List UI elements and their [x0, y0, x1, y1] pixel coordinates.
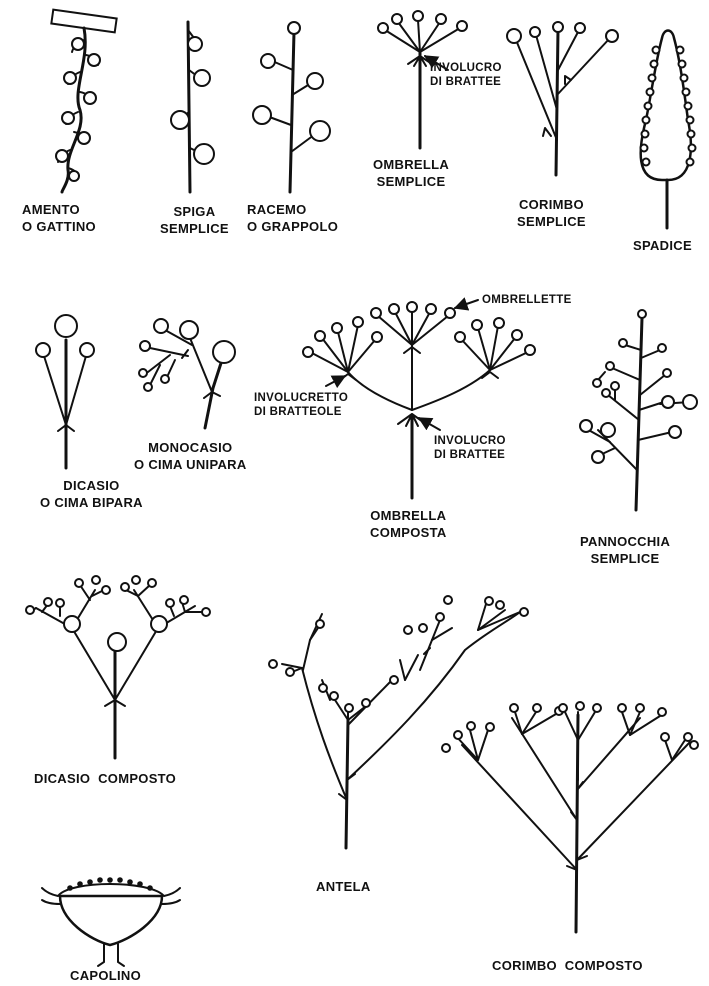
label-corimbo-semplice-line2: SEMPLICE: [517, 213, 586, 230]
label-dicasio-line1: DICASIO: [40, 477, 143, 494]
label-pannocchia-line1: PANNOCCHIA: [580, 533, 670, 550]
label-monocasio-line1: MONOCASIO: [134, 439, 247, 456]
annotation-involucretto-line1: INVOLUCRETTO: [254, 391, 348, 405]
label-monocasio: MONOCASIO O CIMA UNIPARA: [134, 439, 247, 473]
dicasio-drawing: [36, 315, 94, 468]
label-dicasio: DICASIO O CIMA BIPARA: [40, 477, 143, 511]
label-racemo-line1: RACEMO: [247, 201, 338, 218]
label-ombrella-semplice-line2: SEMPLICE: [373, 173, 449, 190]
monocasio-drawing: [139, 319, 235, 428]
label-corimbo-semplice-line1: CORIMBO: [517, 196, 586, 213]
label-spadice-line1: SPADICE: [633, 237, 692, 254]
annotation-involucro-brattee-2: INVOLUCRO DI BRATTEE: [434, 434, 506, 462]
corimbo-semplice-drawing: [507, 22, 618, 175]
annotation-involucro-1-line2: DI BRATTEE: [430, 75, 502, 89]
label-corimbo-semplice: CORIMBO SEMPLICE: [517, 196, 586, 230]
annotation-involucro-brattee-1: INVOLUCRO DI BRATTEE: [430, 61, 502, 89]
annotation-ombrellette: OMBRELLETTE: [482, 293, 572, 307]
label-capolino: CAPOLINO: [70, 967, 141, 984]
label-antela-line1: ANTELA: [316, 878, 371, 895]
antela-drawing: [269, 596, 528, 848]
label-amento-line2: O GATTINO: [22, 218, 96, 235]
label-ombrella-semplice: OMBRELLA SEMPLICE: [373, 156, 449, 190]
dicasio-composto-drawing: [26, 576, 210, 758]
label-amento-line1: AMENTO: [22, 201, 96, 218]
label-amento: AMENTO O GATTINO: [22, 201, 96, 235]
label-spiga-line1: SPIGA: [160, 203, 229, 220]
annotation-involucro-2-line2: DI BRATTEE: [434, 448, 506, 462]
label-spiga: SPIGA SEMPLICE: [160, 203, 229, 237]
label-ombrella-composta-line1: OMBRELLA: [370, 507, 447, 524]
label-racemo-line2: O GRAPPOLO: [247, 218, 338, 235]
label-ombrella-composta-line2: COMPOSTA: [370, 524, 447, 541]
label-dicasio-line2: O CIMA BIPARA: [40, 494, 143, 511]
amento-drawing: [51, 10, 116, 192]
annotation-involucro-2-line1: INVOLUCRO: [434, 434, 506, 448]
annotation-ombrellette-line1: OMBRELLETTE: [482, 293, 572, 307]
label-corimbo-composto-line1: CORIMBO COMPOSTO: [492, 957, 643, 974]
pannocchia-drawing: [580, 310, 697, 510]
annotation-involucro-1-line1: INVOLUCRO: [430, 61, 502, 75]
label-antela: ANTELA: [316, 878, 371, 895]
label-pannocchia: PANNOCCHIA SEMPLICE: [580, 533, 670, 567]
label-pannocchia-line2: SEMPLICE: [580, 550, 670, 567]
label-racemo: RACEMO O GRAPPOLO: [247, 201, 338, 235]
annotation-involucretto-line2: DI BRATTEOLE: [254, 405, 348, 419]
spiga-drawing: [171, 22, 214, 192]
label-capolino-line1: CAPOLINO: [70, 967, 141, 984]
label-ombrella-composta: OMBRELLA COMPOSTA: [370, 507, 447, 541]
label-monocasio-line2: O CIMA UNIPARA: [134, 456, 247, 473]
label-corimbo-composto: CORIMBO COMPOSTO: [492, 957, 643, 974]
label-ombrella-semplice-line1: OMBRELLA: [373, 156, 449, 173]
annotation-involucretto: INVOLUCRETTO DI BRATTEOLE: [254, 391, 348, 419]
label-dicasio-composto-line1: DICASIO COMPOSTO: [34, 770, 176, 787]
label-dicasio-composto: DICASIO COMPOSTO: [34, 770, 176, 787]
label-spadice: SPADICE: [633, 237, 692, 254]
capolino-drawing: [42, 877, 180, 966]
spadice-drawing: [641, 31, 696, 229]
corimbo-composto-drawing: [442, 702, 698, 932]
label-spiga-line2: SEMPLICE: [160, 220, 229, 237]
racemo-drawing: [253, 22, 330, 192]
